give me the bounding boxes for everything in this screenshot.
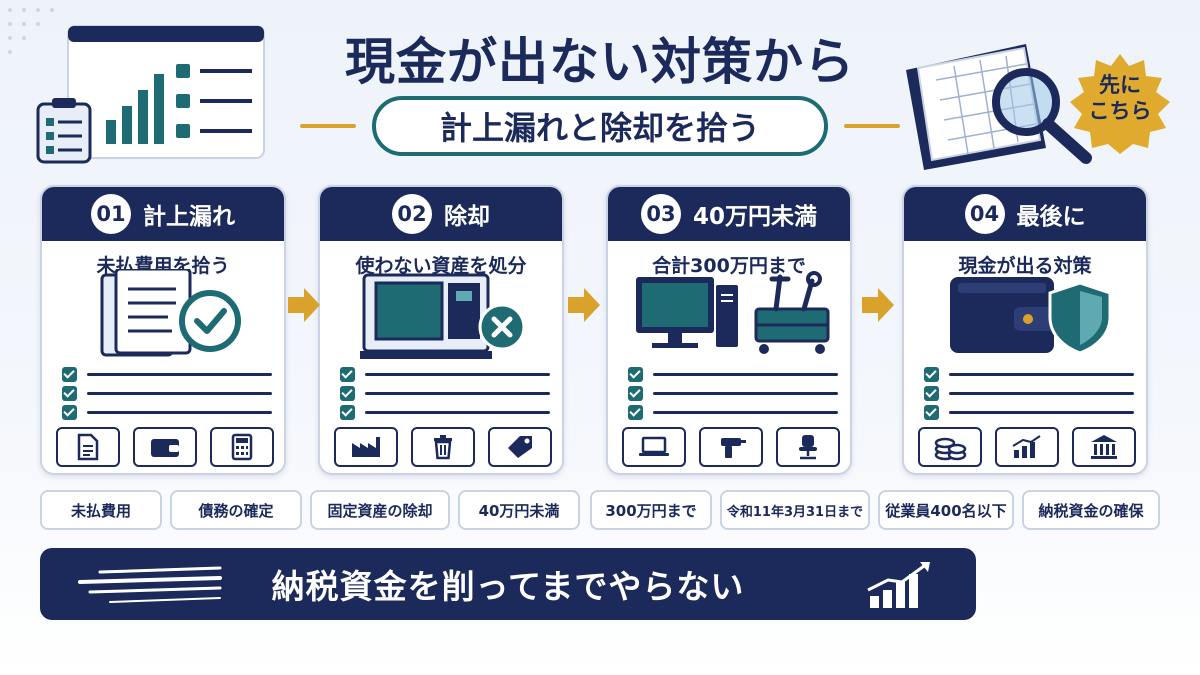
checkbox-icon (628, 386, 643, 401)
step-card-1: 01 計上漏れ 未払費用を拾う (40, 185, 286, 475)
laptop-icon (622, 427, 686, 467)
checkbox-icon (924, 367, 939, 382)
keyword-tag: 300万円まで (590, 490, 712, 530)
checkbox-icon (340, 405, 355, 420)
page-title: 現金が出ない対策から (345, 33, 855, 91)
checklist (62, 365, 272, 422)
card-subtitle: 現金が出る対策 (958, 255, 1092, 277)
coins-icon (918, 427, 982, 467)
speed-lines-decoration (78, 566, 222, 603)
card-title: 最後に (1016, 204, 1086, 230)
checkbox-icon (340, 386, 355, 401)
wallet-icon (133, 427, 197, 467)
checkbox-icon (628, 405, 643, 420)
subtitle-line-right (844, 124, 900, 128)
badge-label: 先に こちら (1088, 73, 1152, 123)
card-title: 40万円未満 (692, 204, 817, 230)
subtitle-pill: 計上漏れと除却を拾う (372, 96, 828, 156)
keyword-tag: 納税資金の確保 (1022, 490, 1160, 530)
keyword-tag: 令和11年3月31日まで (720, 490, 870, 530)
bank-icon (1072, 427, 1136, 467)
step-card-3: 03 40万円未満 合計300万円まで (606, 185, 852, 475)
checkbox-icon (62, 386, 77, 401)
arrow-right-icon (568, 288, 600, 322)
card-title: 計上漏れ (143, 204, 235, 230)
card-subtitle: 合計300万円まで (652, 255, 806, 277)
card-header: 01 計上漏れ (42, 187, 284, 241)
checkbox-icon (924, 405, 939, 420)
trash-icon (411, 427, 475, 467)
keyword-tag: 40万円未満 (458, 490, 580, 530)
keyword-tag: 従業員400名以下 (878, 490, 1014, 530)
factory-icon (334, 427, 398, 467)
computer-tools-icon (636, 271, 830, 354)
dashboard-checklist-icon (36, 25, 265, 164)
documents-check-icon (100, 269, 241, 357)
checkbox-icon (62, 405, 77, 420)
growth-chart-icon (995, 427, 1059, 467)
step-number: 03 (640, 194, 681, 234)
rising-chart-icon (867, 562, 930, 608)
clipboard-icon (36, 98, 92, 164)
drill-icon (699, 427, 763, 467)
checkbox-icon (924, 386, 939, 401)
step-number: 01 (91, 194, 131, 234)
checklist (924, 365, 1134, 422)
keyword-tag: 債務の確定 (170, 490, 302, 530)
dot-pattern-decoration (8, 8, 54, 54)
step-number: 04 (964, 194, 1005, 234)
card-title: 除却 (444, 204, 490, 230)
conclusion-banner: 納税資金を削ってまでやらない (40, 548, 976, 620)
price-tag-icon (488, 427, 552, 467)
machine-remove-icon (360, 273, 526, 359)
checkbox-icon (62, 367, 77, 382)
keyword-tag: 未払費用 (40, 490, 162, 530)
keyword-tag: 固定資産の除却 (310, 490, 450, 530)
step-number: 02 (392, 194, 432, 234)
card-header: 04 最後に (904, 187, 1146, 241)
arrow-right-icon (862, 288, 894, 322)
card-header: 02 除却 (320, 187, 562, 241)
starburst-badge (1070, 54, 1170, 154)
card-header: 03 40万円未満 (608, 187, 850, 241)
checklist (628, 365, 838, 422)
document-icon (56, 427, 120, 467)
step-card-4: 04 最後に 現金が出る対策 (902, 185, 1148, 475)
arrow-right-icon (288, 288, 320, 322)
checklist (340, 365, 550, 422)
checkbox-icon (340, 367, 355, 382)
step-card-2: 02 除却 使わない資産を処分 (318, 185, 564, 475)
wallet-shield-icon (950, 277, 1112, 355)
calculator-icon (210, 427, 274, 467)
office-chair-icon (776, 427, 840, 467)
checkbox-icon (628, 367, 643, 382)
card-subtitle: 使わない資産を処分 (355, 255, 527, 277)
banner-text: 納税資金を削ってまでやらない (271, 567, 745, 606)
ledger-magnifier-icon (906, 44, 1092, 170)
subtitle-line-left (300, 124, 356, 128)
